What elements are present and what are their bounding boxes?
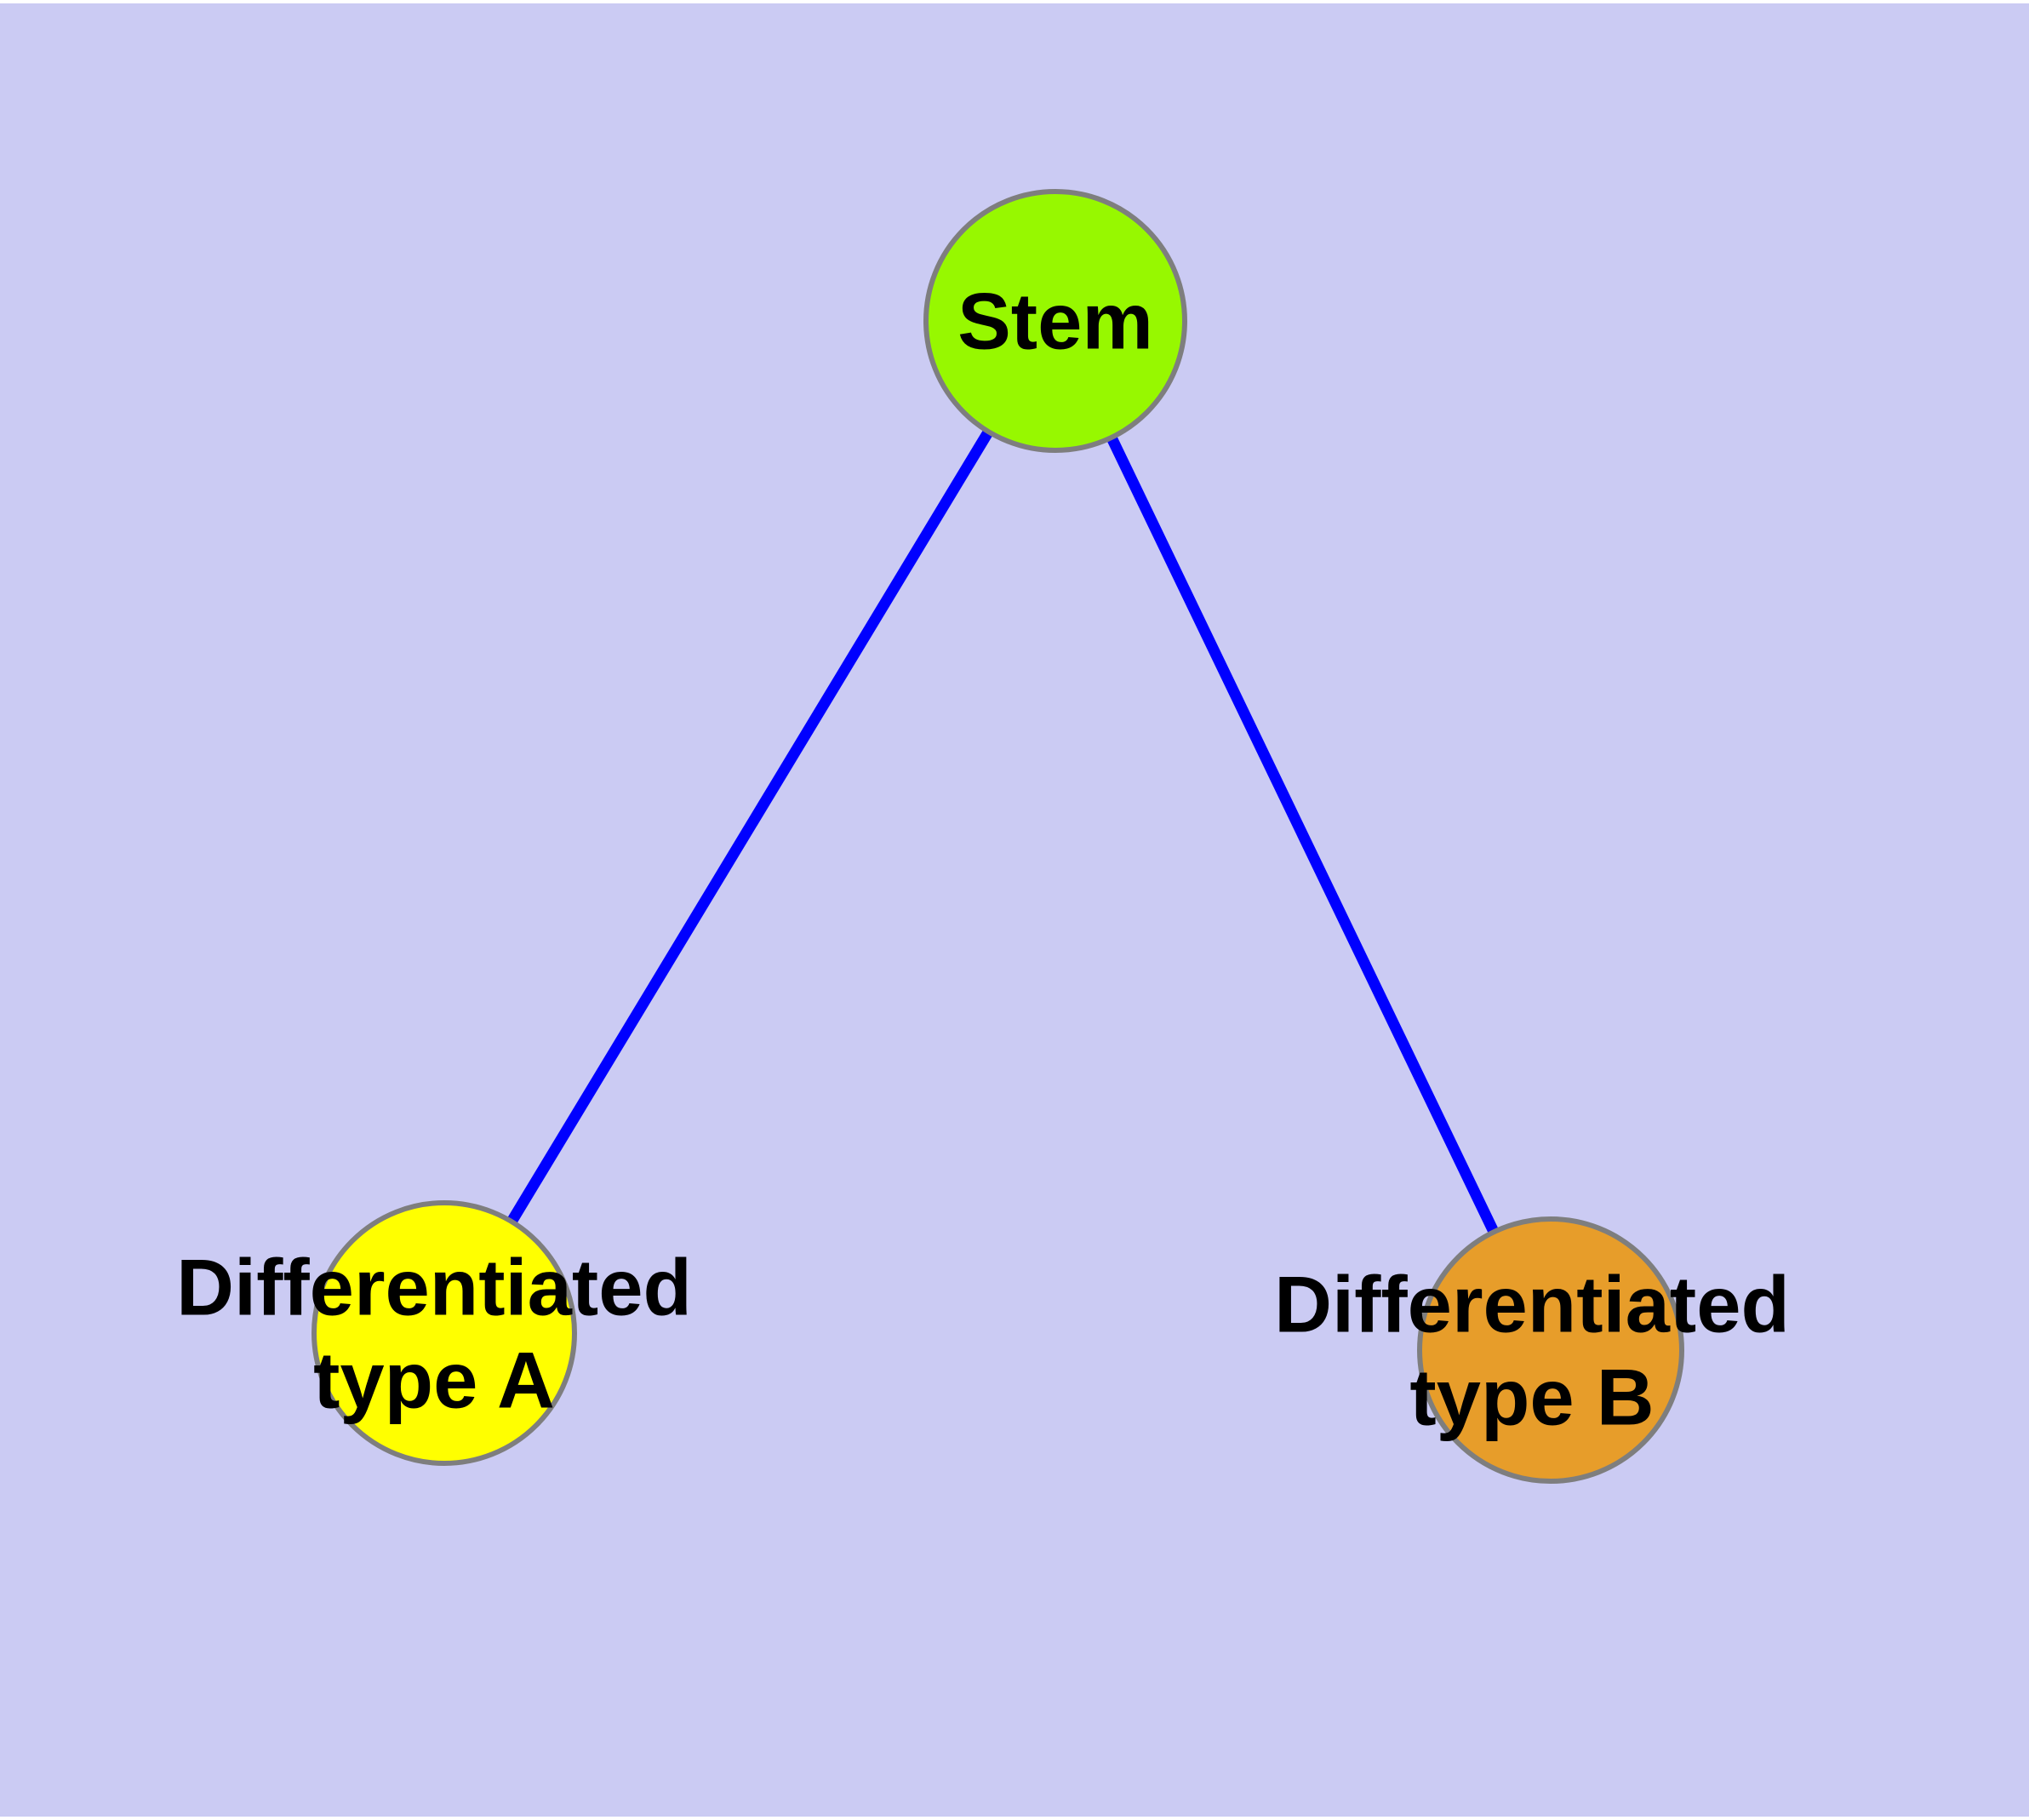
node-type-b-label-line2: type B [1409,1353,1654,1442]
node-stem-circle [923,189,1187,453]
edge-stem-to-type-a [439,318,1060,1336]
node-stem: Stem [923,189,1187,453]
edge-stem-to-type-b [1050,318,1556,1353]
node-type-b-label-line1: Differentiated [1274,1260,1790,1349]
node-differentiated-type-b: Differentiated type B [1274,1216,1790,1484]
node-type-b-circle [1417,1216,1684,1484]
node-type-a-circle [311,1200,577,1466]
node-differentiated-type-a: Differentiated type A [176,1200,692,1466]
edge-group [439,318,1556,1353]
node-type-a-label-line2: type A [313,1336,555,1425]
node-type-a-label-line1: Differentiated [176,1243,692,1332]
node-stem-label: Stem [957,277,1153,366]
